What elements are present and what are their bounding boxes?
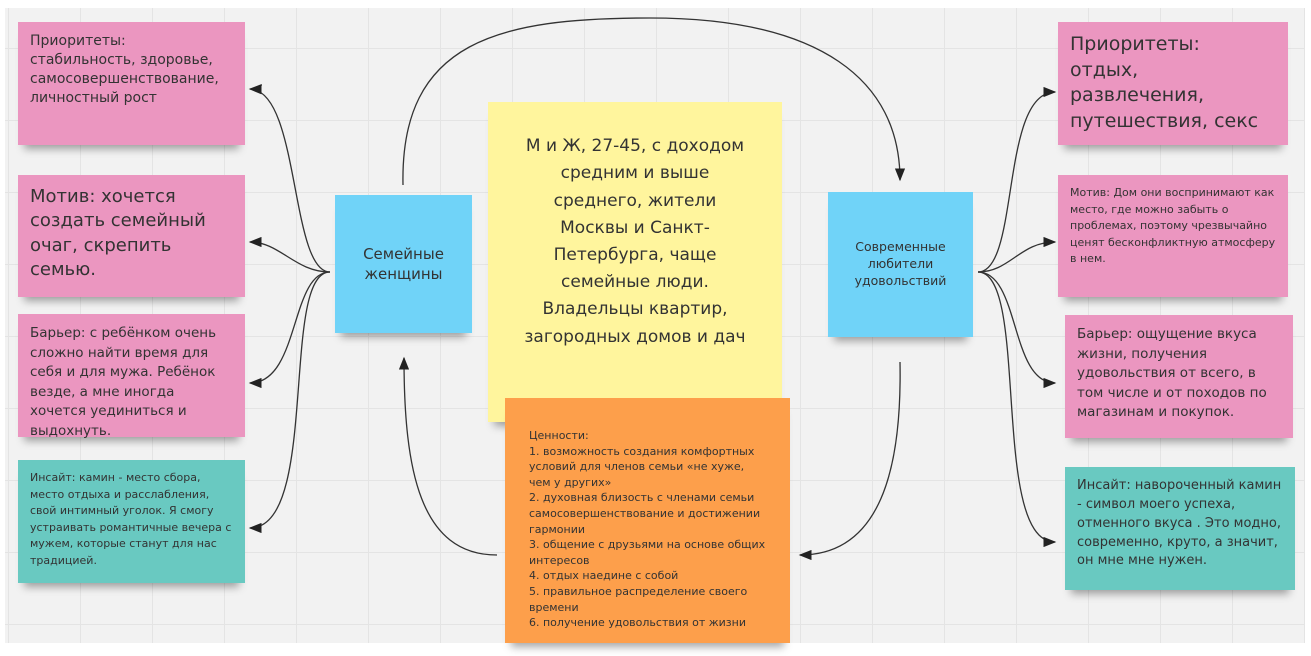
right-insight-note[interactable]: Инсайт: навороченный камин - символ моег…: [1065, 467, 1295, 590]
segment-label: Современные любители удовольствий: [854, 239, 947, 288]
values-text: Ценности: 1. возможность создания комфор…: [529, 429, 766, 630]
note-text: Барьер: с ребёнком очень сложно найти вр…: [30, 325, 217, 439]
values-note[interactable]: Ценности: 1. возможность создания комфор…: [505, 398, 790, 643]
note-text: Приоритеты: отдых, развлечения, путешест…: [1070, 33, 1259, 132]
left-barrier-note[interactable]: Барьер: с ребёнком очень сложно найти вр…: [18, 314, 245, 439]
note-text: Приоритеты: стабильность, здоровье, само…: [30, 33, 219, 106]
right-priorities-note[interactable]: Приоритеты: отдых, развлечения, путешест…: [1058, 22, 1288, 145]
right-barrier-note[interactable]: Барьер: ощущение вкуса жизни, получения …: [1065, 315, 1293, 438]
left-insight-note[interactable]: Инсайт: камин - место сбора, место отдых…: [18, 460, 245, 583]
note-text: Барьер: ощущение вкуса жизни, получения …: [1077, 326, 1267, 421]
note-text: Инсайт: навороченный камин - символ моег…: [1077, 478, 1282, 569]
segment-label: Семейные женщины: [363, 244, 444, 283]
audience-text: М и Ж, 27-45, с доходом средним и выше с…: [524, 136, 746, 347]
left-motive-note[interactable]: Мотив: хочется создать семейный очаг, ск…: [18, 175, 245, 297]
target-audience-note[interactable]: М и Ж, 27-45, с доходом средним и выше с…: [488, 102, 782, 422]
segment-family-women[interactable]: Семейные женщины: [335, 195, 472, 333]
left-priorities-note[interactable]: Приоритеты: стабильность, здоровье, само…: [18, 22, 245, 145]
segment-pleasure-lovers[interactable]: Современные любители удовольствий: [828, 192, 973, 337]
note-text: Инсайт: камин - место сбора, место отдых…: [30, 471, 232, 567]
note-text: Мотив: Дом они воспринимают как место, г…: [1070, 186, 1276, 265]
right-motive-note[interactable]: Мотив: Дом они воспринимают как место, г…: [1058, 175, 1288, 297]
note-text: Мотив: хочется создать семейный очаг, ск…: [30, 186, 206, 280]
